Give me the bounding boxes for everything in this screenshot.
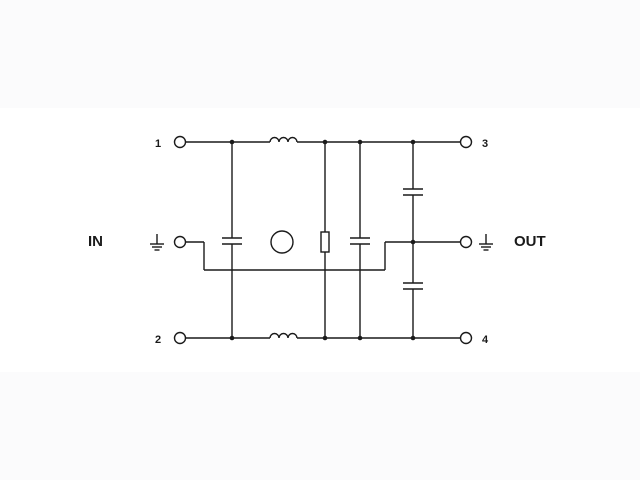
junctions — [229, 139, 416, 341]
inductor-icon — [269, 332, 298, 339]
top-margin — [0, 0, 640, 108]
capacitor-icon — [350, 142, 370, 338]
label-in: IN — [88, 233, 103, 250]
ground-icon — [150, 234, 164, 251]
terminal-icon — [173, 135, 187, 149]
capacitor-icon — [403, 282, 423, 338]
label-pin-2: 2 — [155, 334, 161, 346]
label-out: OUT — [514, 233, 546, 250]
bottom-margin — [0, 372, 640, 480]
terminal-icon — [173, 331, 187, 345]
resistor-icon — [320, 142, 330, 338]
inductor-icon — [269, 136, 298, 143]
terminal-icon — [459, 331, 473, 345]
diagram-area — [0, 108, 640, 372]
pe-bus — [186, 241, 460, 271]
label-pin-4: 4 — [482, 334, 489, 346]
terminal-icon — [459, 235, 473, 249]
capacitor-icon — [403, 142, 423, 283]
ground-icon — [479, 234, 493, 251]
capacitor-icon — [222, 142, 242, 338]
label-pin-1: 1 — [155, 138, 161, 150]
terminal-icon — [173, 235, 187, 249]
terminal-icon — [459, 135, 473, 149]
varistor-icon — [270, 230, 294, 254]
label-pin-3: 3 — [482, 138, 488, 150]
